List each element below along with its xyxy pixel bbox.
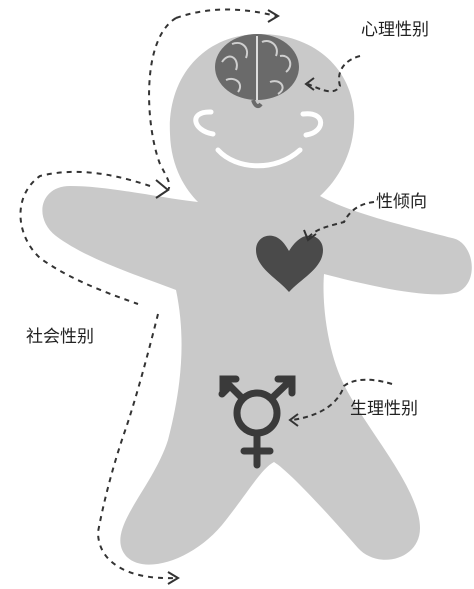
arrowhead-top	[268, 10, 278, 22]
label-psychological-gender: 心理性别	[361, 22, 429, 39]
label-sexual-orientation: 性倾向	[376, 194, 427, 211]
social-gender-top-arrow	[176, 10, 276, 19]
arrowhead-social-mid	[156, 180, 168, 198]
label-social-gender: 社会性别	[26, 329, 94, 346]
body-silhouette	[42, 34, 471, 565]
label-biological-sex: 生理性别	[350, 401, 418, 418]
